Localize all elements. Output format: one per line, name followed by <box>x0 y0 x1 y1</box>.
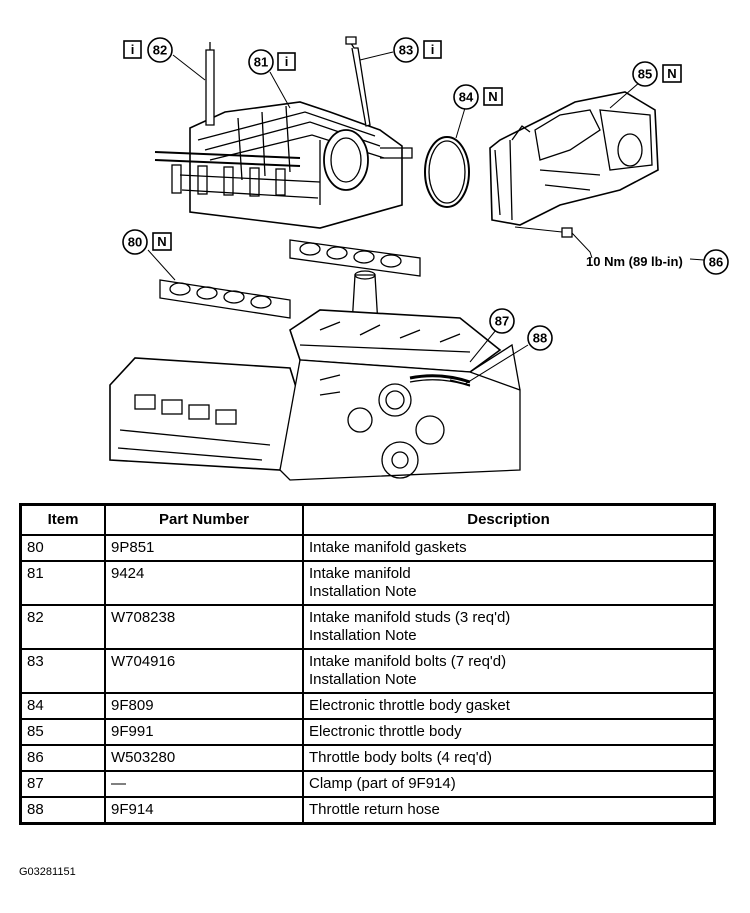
callout-80-circle <box>122 229 148 255</box>
description-text: Intake manifold <box>309 565 411 582</box>
callout-83-circle <box>393 37 419 63</box>
new-badge-84 <box>483 87 503 106</box>
column-header-item: Item <box>19 503 106 536</box>
cell-description: Electronic throttle body gasket <box>302 692 716 720</box>
info-icon: i <box>431 42 435 57</box>
cell-part-number: W704916 <box>104 648 304 694</box>
description-text: Electronic throttle body gasket <box>309 697 510 714</box>
cell-part-number: 9424 <box>104 560 304 606</box>
callout-86-circle <box>703 249 729 275</box>
cell-item: 83 <box>19 648 106 694</box>
callout-88: 88 <box>533 331 547 346</box>
engine-block-drawing <box>109 270 521 481</box>
callout-82: 82 <box>153 43 167 58</box>
description-text: Clamp (part of 9F914) <box>309 775 456 792</box>
cell-item: 85 <box>19 718 106 746</box>
cell-part-number: 9P851 <box>104 534 304 562</box>
cell-part-number: W708238 <box>104 604 304 650</box>
callout-81: 81 <box>254 55 268 70</box>
torque-spec-label: 10 Nm (89 lb-in) <box>586 254 683 269</box>
cell-item: 87 <box>19 770 106 798</box>
callout-86: 86 <box>709 255 723 270</box>
column-header-description: Description <box>302 503 716 536</box>
new-badge-85 <box>662 64 682 83</box>
description-text: Throttle return hose <box>309 801 440 818</box>
info-badge-83 <box>423 40 442 59</box>
installation-note-link[interactable]: Installation Note <box>309 583 417 600</box>
callout-82-circle <box>147 37 173 63</box>
description-text: Intake manifold studs (3 req'd) <box>309 609 511 626</box>
cell-part-number: — <box>104 770 304 798</box>
cell-description: Intake manifold gaskets <box>302 534 716 562</box>
callout-87-circle <box>489 308 515 334</box>
figure-code: G03281151 <box>19 866 76 878</box>
intake-manifold-gaskets-drawing <box>159 239 421 319</box>
intake-manifold-drawing <box>154 36 413 229</box>
cell-description: Clamp (part of 9F914) <box>302 770 716 798</box>
installation-note-link[interactable]: Installation Note <box>309 671 417 688</box>
callout-84: 84 <box>459 90 474 105</box>
cell-item: 84 <box>19 692 106 720</box>
cell-part-number: W503280 <box>104 744 304 772</box>
column-header-part-number: Part Number <box>104 503 304 536</box>
callout-80: 80 <box>128 235 142 250</box>
description-text: Electronic throttle body <box>309 723 462 740</box>
info-icon: i <box>285 54 289 69</box>
callout-81-circle <box>248 49 274 75</box>
cell-description: Electronic throttle body <box>302 718 716 746</box>
info-badge-82 <box>123 40 142 59</box>
cell-part-number: 9F809 <box>104 692 304 720</box>
callout-85: 85 <box>638 67 652 82</box>
callout-84-circle <box>453 84 479 110</box>
table-header-row: Item Part Number Description <box>19 503 716 536</box>
cell-description: Throttle return hose <box>302 796 716 825</box>
cell-part-number: 9F991 <box>104 718 304 746</box>
info-badge-81 <box>277 52 296 71</box>
callout-88-circle <box>527 325 553 351</box>
cell-item: 82 <box>19 604 106 650</box>
throttle-body-gasket-drawing <box>424 136 470 208</box>
cell-item: 81 <box>19 560 106 606</box>
installation-note-link[interactable]: Installation Note <box>309 627 417 644</box>
description-text: Intake manifold gaskets <box>309 539 467 556</box>
exploded-view-diagram: 82 81 83 84 85 80 86 87 88 i i i N N N 1… <box>109 36 729 481</box>
callout-83: 83 <box>399 43 413 58</box>
new-part-icon: N <box>157 234 166 249</box>
new-part-icon: N <box>488 89 497 104</box>
description-text: Throttle body bolts (4 req'd) <box>309 749 492 766</box>
info-icon: i <box>131 42 135 57</box>
throttle-body-drawing <box>489 91 659 226</box>
cell-part-number: 9F914 <box>104 796 304 825</box>
callout-85-circle <box>632 61 658 87</box>
new-badge-80 <box>152 232 172 251</box>
cell-item: 88 <box>19 796 106 825</box>
cell-item: 80 <box>19 534 106 562</box>
cell-item: 86 <box>19 744 106 772</box>
callout-87: 87 <box>495 314 509 329</box>
cell-description: Intake manifold studs (3 req'd)Installat… <box>302 604 716 650</box>
new-part-icon: N <box>667 66 676 81</box>
cell-description: Intake manifold bolts (7 req'd)Installat… <box>302 648 716 694</box>
cell-description: Throttle body bolts (4 req'd) <box>302 744 716 772</box>
description-text: Intake manifold bolts (7 req'd) <box>309 653 507 670</box>
table-row: 87— Clamp (part of 9F914) <box>19 770 716 798</box>
